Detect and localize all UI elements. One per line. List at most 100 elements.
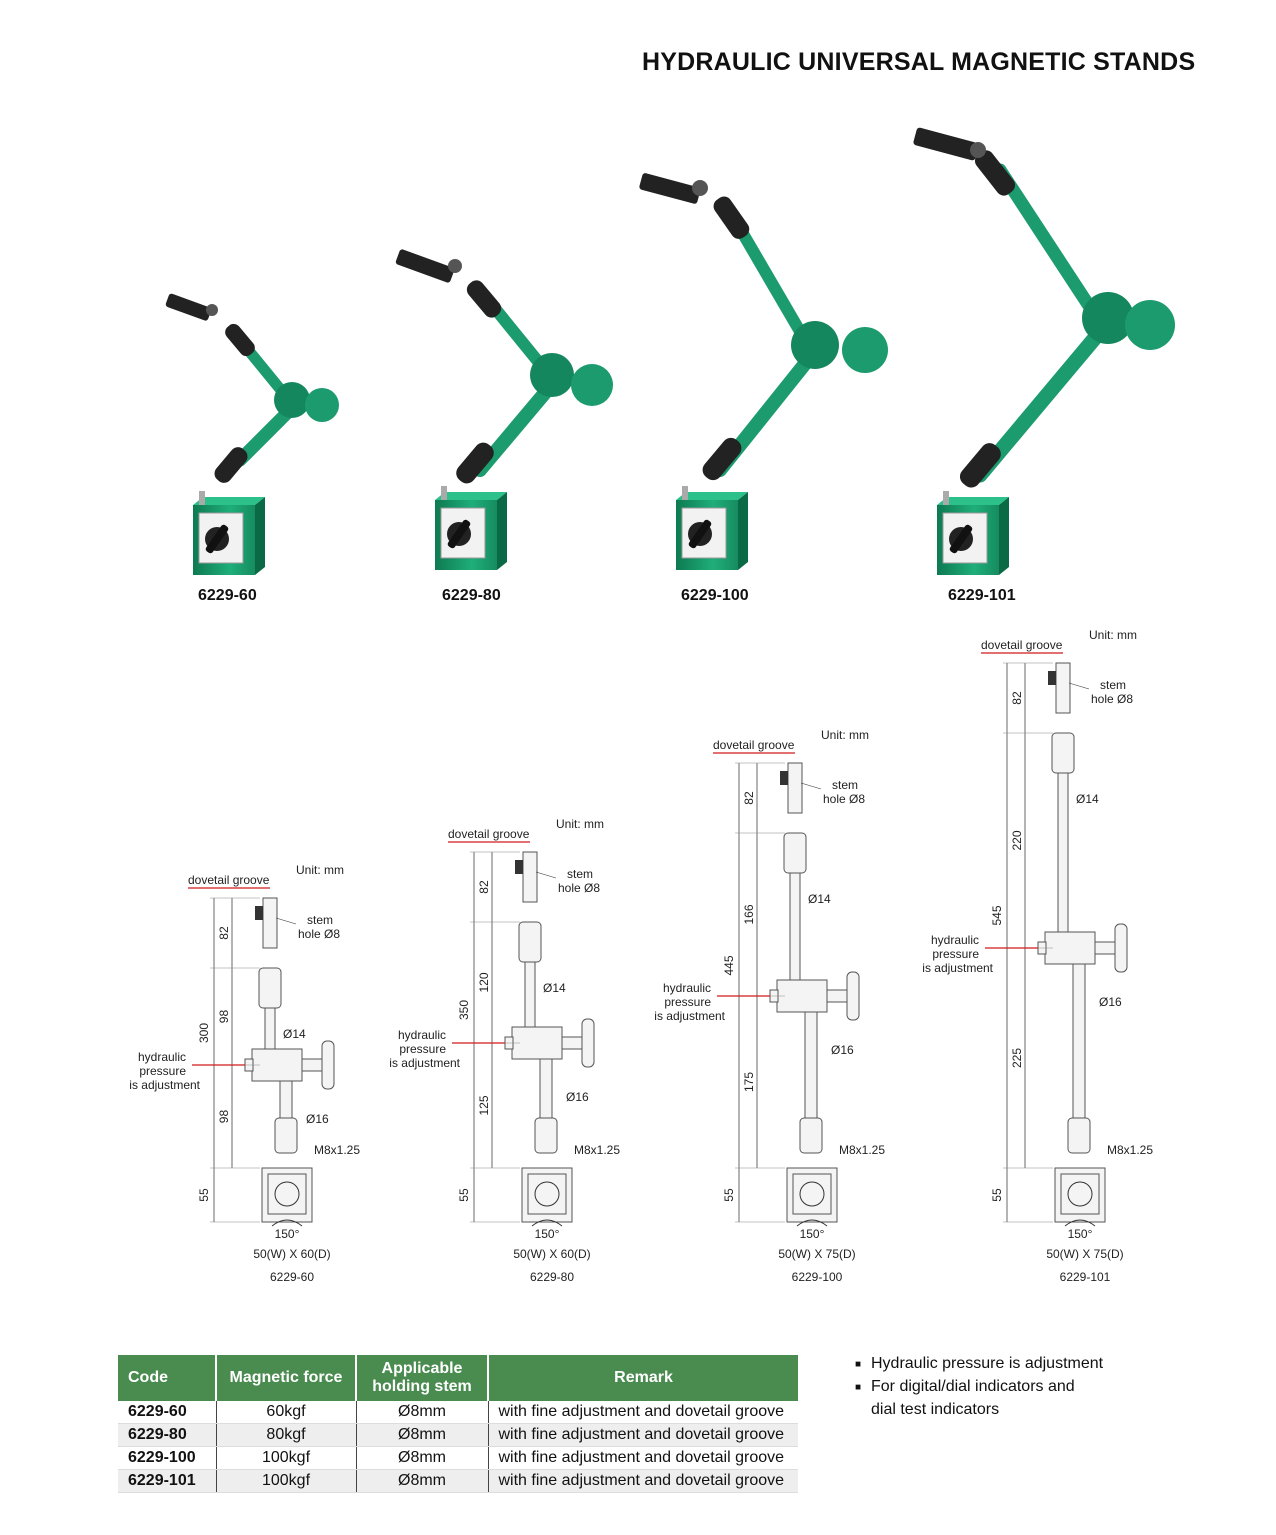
product-code-6229-80: 6229-80 <box>442 587 501 604</box>
joint-part <box>518 921 542 963</box>
stem-label: stem <box>307 913 333 927</box>
magnet-base <box>1054 1167 1106 1223</box>
hole-label: hole Ø8 <box>823 792 865 806</box>
feature-item: dial test indicators <box>871 1401 1000 1418</box>
stem-leader <box>275 917 297 925</box>
header-code: Code <box>118 1355 217 1401</box>
lower-rod <box>804 1011 818 1119</box>
base-size-label: 50(W) X 60(D) <box>513 1247 590 1261</box>
hub-block <box>511 1026 563 1060</box>
table-row: 6229-100 100kgf Ø8mm with fine adjustmen… <box>118 1446 798 1470</box>
unit-label: Unit: mm <box>1089 628 1137 642</box>
hydraulic-label: hydraulic <box>398 1028 446 1042</box>
angle-label: 150° <box>275 1227 300 1241</box>
hydraulic-label: is adjustment <box>654 1009 725 1023</box>
knob-shaft <box>1094 941 1116 955</box>
switch-icon <box>534 1181 560 1207</box>
page-title: HYDRAULIC UNIVERSAL MAGNETIC STANDS <box>642 48 1196 76</box>
angle-label: 150° <box>1068 1227 1093 1241</box>
stem-part <box>522 851 538 903</box>
feature-item: ■For digital/dial indicators and <box>855 1376 1103 1399</box>
dim-base: 55 <box>457 1188 471 1202</box>
dim-stem: 82 <box>217 926 231 940</box>
hole-label: hole Ø8 <box>298 927 340 941</box>
joint-part <box>1051 732 1075 774</box>
hydraulic-label: is adjustment <box>129 1078 200 1092</box>
unit-label: Unit: mm <box>821 728 869 742</box>
upper-rod <box>524 961 536 1028</box>
dim-stem: 82 <box>742 791 756 805</box>
hydraulic-label: pressure <box>139 1064 186 1078</box>
diameter-14-label: Ø14 <box>808 892 831 906</box>
base-face <box>527 1173 567 1215</box>
base-face <box>267 1173 307 1215</box>
hydraulic-label: hydraulic <box>138 1050 186 1064</box>
stem-label: stem <box>567 867 593 881</box>
knob-shaft <box>826 989 848 1003</box>
dovetail-label: dovetail groove <box>713 738 795 752</box>
lower-rod <box>1072 963 1086 1119</box>
dim-lower: 225 <box>1010 1048 1024 1068</box>
magnet-base <box>521 1167 573 1223</box>
joint-part <box>534 1117 558 1154</box>
bullet-icon: ■ <box>855 1359 862 1370</box>
table-row: 6229-60 60kgf Ø8mm with fine adjustment … <box>118 1401 798 1424</box>
magnet-base <box>786 1167 838 1223</box>
clamp-knob <box>581 1018 595 1068</box>
hydraulic-label: pressure <box>932 947 979 961</box>
dim-lower: 125 <box>477 1095 491 1115</box>
fine-adjust-knob <box>1048 671 1056 685</box>
bullet-icon: ■ <box>855 1382 862 1393</box>
thread-label: M8x1.25 <box>839 1143 885 1157</box>
upper-rod <box>789 872 801 981</box>
fine-adjust-knob <box>780 771 788 785</box>
angle-arc <box>1064 1219 1096 1227</box>
dim-total: 300 <box>197 1023 211 1043</box>
magnet-base <box>261 1167 313 1223</box>
dim-upper: 98 <box>217 1010 231 1024</box>
dim-base: 55 <box>990 1188 1004 1202</box>
dovetail-label: dovetail groove <box>448 827 530 841</box>
stand-photo-6229-80 <box>395 249 613 571</box>
dovetail-label: dovetail groove <box>981 638 1063 652</box>
product-photos <box>165 127 1175 576</box>
lower-rod <box>539 1058 553 1119</box>
base-size-label: 50(W) X 60(D) <box>253 1247 330 1261</box>
clamp-knob <box>846 971 860 1021</box>
drawing-code-label: 6229-80 <box>530 1270 574 1284</box>
thread-label: M8x1.25 <box>574 1143 620 1157</box>
hole-label: hole Ø8 <box>1091 692 1133 706</box>
drawing-code-label: 6229-60 <box>270 1270 314 1284</box>
thread-label: M8x1.25 <box>1107 1143 1153 1157</box>
angle-arc <box>531 1219 563 1227</box>
fine-adjust-knob <box>255 906 263 920</box>
diameter-14-label: Ø14 <box>1076 792 1099 806</box>
stand-photo-6229-100 <box>639 173 888 571</box>
hydraulic-label: pressure <box>399 1042 446 1056</box>
product-code-6229-100: 6229-100 <box>681 587 749 604</box>
switch-icon <box>799 1181 825 1207</box>
switch-icon <box>1067 1181 1093 1207</box>
hole-label: hole Ø8 <box>558 881 600 895</box>
drawing-code-label: 6229-101 <box>1060 1270 1111 1284</box>
diameter-14-label: Ø14 <box>283 1027 306 1041</box>
angle-label: 150° <box>535 1227 560 1241</box>
dim-base: 55 <box>197 1188 211 1202</box>
upper-rod <box>1057 772 1069 933</box>
dim-base: 55 <box>722 1188 736 1202</box>
feature-item: ■Hydraulic pressure is adjustment <box>855 1353 1103 1376</box>
diameter-14-label: Ø14 <box>543 981 566 995</box>
angle-arc <box>271 1219 303 1227</box>
stem-leader <box>1068 682 1090 690</box>
clamp-knob <box>321 1040 335 1090</box>
dim-total: 545 <box>990 905 1004 925</box>
stem-leader <box>800 782 822 790</box>
dim-stem: 82 <box>1010 691 1024 705</box>
stem-leader <box>535 871 557 879</box>
base-face <box>792 1173 832 1215</box>
fine-adjust-knob <box>515 860 523 874</box>
diameter-16-label: Ø16 <box>566 1090 589 1104</box>
